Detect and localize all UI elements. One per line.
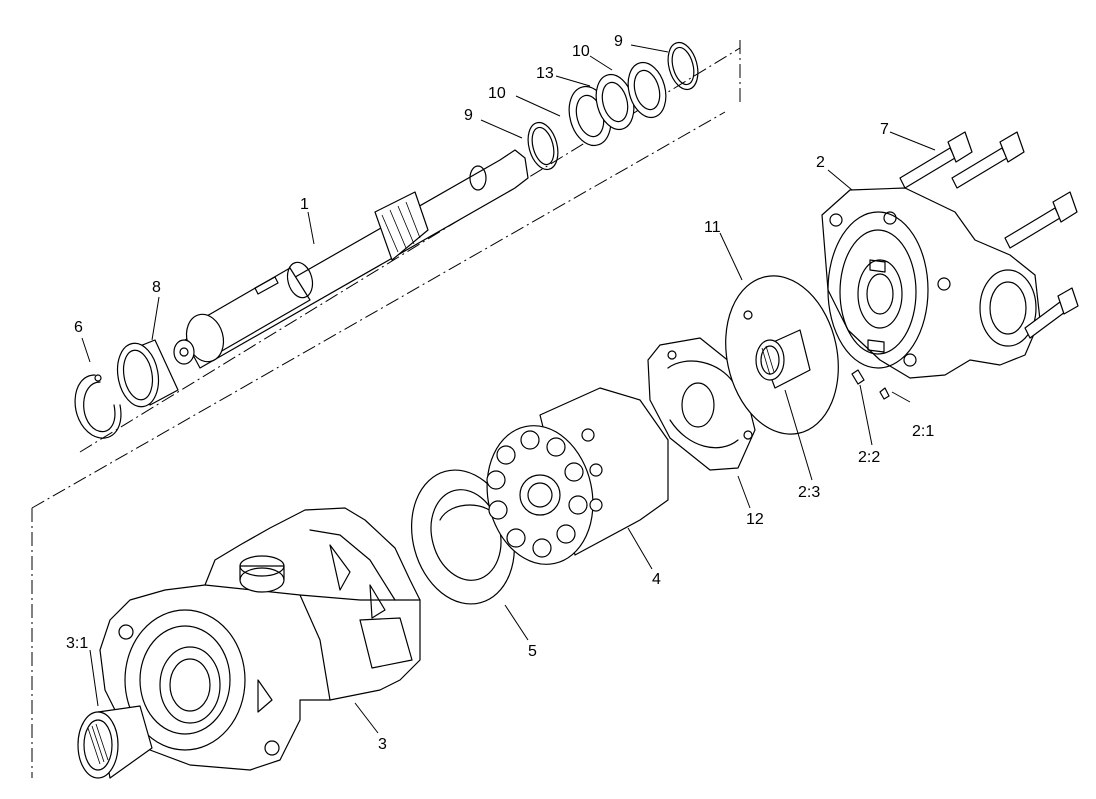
shaft-part bbox=[173, 149, 529, 369]
label-part-3-1: 3:1 bbox=[66, 635, 88, 652]
label-part-9-left: 9 bbox=[464, 107, 473, 124]
port-plate-part bbox=[725, 275, 839, 435]
label-part-12: 12 bbox=[746, 511, 764, 528]
label-part-2-1: 2:1 bbox=[912, 423, 934, 440]
pins-part bbox=[851, 369, 890, 400]
label-part-6: 6 bbox=[74, 319, 83, 336]
leader-lines bbox=[81, 44, 936, 734]
label-part-4: 4 bbox=[652, 571, 661, 588]
label-part-13: 13 bbox=[536, 65, 554, 82]
part-labels: 1 2 2:1 2:2 2:3 3 3:1 4 5 6 7 8 9 9 10 1… bbox=[66, 33, 934, 753]
label-part-11: 11 bbox=[704, 219, 721, 236]
label-part-2-3: 2:3 bbox=[798, 484, 820, 501]
cylinder-block-part bbox=[486, 387, 669, 565]
housing-part bbox=[99, 507, 421, 771]
bolts-part bbox=[899, 131, 1079, 339]
label-part-2-2: 2:2 bbox=[858, 449, 880, 466]
retaining-ring-part bbox=[74, 374, 122, 439]
sleeve-part bbox=[116, 339, 179, 408]
label-part-2: 2 bbox=[816, 154, 825, 171]
label-part-10-right: 10 bbox=[572, 43, 590, 60]
axis-lines bbox=[31, 40, 741, 778]
label-part-7: 7 bbox=[880, 121, 889, 138]
label-part-8: 8 bbox=[152, 279, 161, 296]
end-cover-part bbox=[821, 187, 1041, 379]
needle-bearing-part bbox=[77, 705, 153, 779]
label-part-5: 5 bbox=[528, 643, 537, 660]
valve-plate-part bbox=[647, 337, 756, 471]
label-part-10-left: 10 bbox=[488, 85, 506, 102]
label-part-9-right: 9 bbox=[614, 33, 623, 50]
rings-and-washers-part bbox=[527, 41, 699, 171]
label-part-1: 1 bbox=[300, 196, 309, 213]
label-part-3: 3 bbox=[378, 736, 387, 753]
